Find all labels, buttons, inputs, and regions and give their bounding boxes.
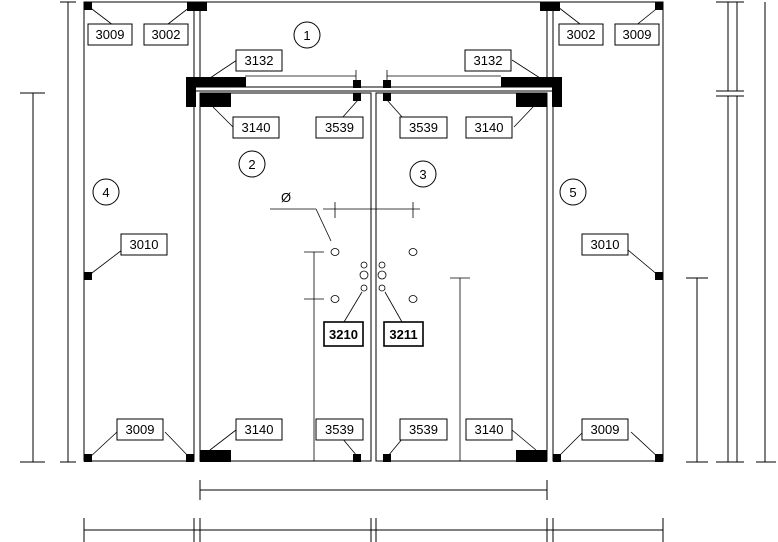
panel-number-5: 5 [569, 185, 576, 200]
label-3211-bold: 3211 [389, 327, 417, 342]
transom-dim [245, 70, 501, 82]
label-3539-top-right: 3539 [409, 120, 438, 135]
fittings [84, 2, 663, 462]
label-3010-left: 3010 [130, 237, 159, 252]
label-3002-top-left: 3002 [152, 27, 181, 42]
label-3539-bottom-left: 3539 [325, 422, 354, 437]
panel-numbers: 1 2 3 4 5 [92, 21, 587, 206]
label-3539-bottom-right: 3539 [409, 422, 438, 437]
label-3539-top-left: 3539 [325, 120, 354, 135]
label-3132-right: 3132 [474, 53, 503, 68]
left-dimension-lines [20, 1, 76, 463]
panel-outlines [83, 1, 664, 462]
label-3140-bottom-left: 3140 [245, 422, 274, 437]
label-3009-bottom-left: 3009 [126, 422, 155, 437]
label-3132-left: 3132 [245, 53, 274, 68]
panel-number-4: 4 [102, 185, 109, 200]
leader-lines [87, 5, 661, 459]
center-dimensions [270, 202, 470, 461]
bottom-dimension-lines [83, 480, 664, 542]
label-3140-top-right: 3140 [475, 120, 504, 135]
right-dimension-lines [686, 1, 776, 463]
handle-holes [330, 248, 418, 303]
panel-number-1: 1 [303, 28, 310, 43]
label-3140-bottom-right: 3140 [475, 422, 504, 437]
label-boxes: 3009 3002 3002 3009 3132 3132 3140 3539 … [87, 23, 660, 441]
label-3010-right: 3010 [591, 237, 620, 252]
label-3009-top-right: 3009 [623, 27, 652, 42]
panel-number-3: 3 [419, 167, 426, 182]
label-3009-top-left: 3009 [96, 27, 125, 42]
label-3002-top-right: 3002 [567, 27, 596, 42]
label-3210-bold: 3210 [329, 327, 358, 342]
diameter-symbol: Ø [281, 190, 291, 205]
label-3009-bottom-right: 3009 [591, 422, 620, 437]
panel-number-2: 2 [248, 157, 255, 172]
label-3140-top-left: 3140 [242, 120, 271, 135]
